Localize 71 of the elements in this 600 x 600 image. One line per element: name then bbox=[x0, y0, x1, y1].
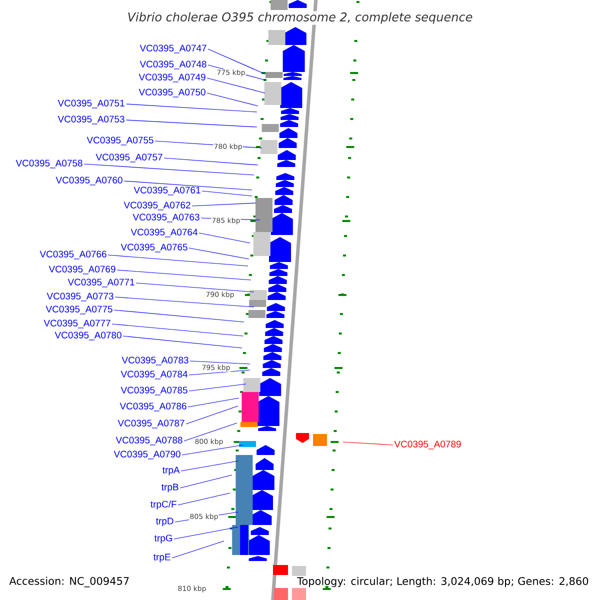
gene-label: trpB bbox=[162, 484, 178, 492]
gene-label: trpE bbox=[154, 554, 170, 562]
gene-label: VC0395_A0777 bbox=[44, 320, 110, 328]
gene-label: VC0395_A0755 bbox=[86, 136, 154, 146]
leader-line bbox=[114, 296, 254, 308]
info-text: Topology: circular; Length: 3,024,069 bp; Genes: 2,860 bbox=[297, 576, 588, 588]
gene-label: VC0395_A0758 bbox=[16, 160, 82, 168]
leader-line bbox=[188, 370, 250, 376]
leader-line bbox=[188, 248, 250, 260]
gene-label: VC0395_A0749 bbox=[138, 74, 206, 82]
gene-label: VC0395_A0783 bbox=[122, 356, 188, 366]
leader-line bbox=[178, 492, 230, 506]
gene-label: trpA bbox=[162, 466, 180, 476]
leader-line bbox=[172, 540, 224, 558]
gene-label: VC0395_A0763 bbox=[132, 214, 200, 222]
gene-label: VC0395_A0788 bbox=[116, 436, 182, 446]
info-text: Accession: NC_009457 bbox=[9, 576, 129, 588]
gene-label: VC0395_A0785 bbox=[120, 386, 188, 396]
gene-label: VC0395_A0786 bbox=[120, 402, 186, 412]
leader-line bbox=[190, 360, 250, 364]
leader-line bbox=[192, 202, 256, 206]
gene-label: VC0395_A0775 bbox=[46, 306, 112, 314]
gene-label: VC0395_A0751 bbox=[58, 100, 124, 108]
gene-label: VC0395_A0787 bbox=[118, 420, 184, 428]
leader-line bbox=[124, 180, 252, 190]
gene-label: trpG bbox=[154, 534, 172, 544]
leader-line bbox=[108, 254, 248, 266]
gene-label: VC0395_A0771 bbox=[68, 278, 134, 288]
leader-line bbox=[206, 78, 266, 94]
gene-label: VC0395_A0764 bbox=[130, 228, 198, 238]
leader-line bbox=[84, 164, 254, 176]
gene-label: VC0395_A0769 bbox=[48, 266, 116, 274]
leader-line bbox=[116, 270, 252, 280]
title: Vibrio cholerae O395 chromosome 2, complete sequence bbox=[126, 11, 474, 25]
gene-label: VC0395_A0784 bbox=[120, 370, 188, 380]
leader-line bbox=[206, 92, 258, 106]
leader-line bbox=[112, 324, 244, 336]
leader-line bbox=[164, 158, 258, 166]
leader-line bbox=[202, 190, 252, 196]
leader-line bbox=[208, 48, 266, 74]
leader-line bbox=[186, 406, 238, 424]
leader-line bbox=[174, 526, 238, 540]
gene-label: VC0395_A0789 bbox=[394, 440, 461, 450]
gene-label: VC0395_A0761 bbox=[134, 186, 200, 196]
gene-label: VC0395_A0747 bbox=[140, 44, 206, 54]
gene-label: VC0395_A0753 bbox=[58, 116, 124, 124]
gene-label: VC0395_A0748 bbox=[140, 60, 206, 70]
gene-label: VC0395_A0750 bbox=[138, 88, 206, 98]
leader-line bbox=[126, 120, 258, 128]
leader-line bbox=[188, 384, 246, 392]
leader-line bbox=[136, 282, 254, 292]
gene-label: VC0395_A0757 bbox=[96, 154, 162, 162]
leader-line bbox=[188, 398, 240, 408]
leader-line bbox=[182, 444, 244, 456]
leader-line bbox=[114, 310, 244, 322]
gene-label: VC0395_A0773 bbox=[46, 292, 114, 302]
leader-line bbox=[184, 422, 238, 442]
gene-label: VC0395_A0760 bbox=[56, 176, 122, 186]
gene-label: trpC/F bbox=[150, 500, 176, 510]
leader-line bbox=[126, 104, 258, 112]
gene-label: VC0395_A0762 bbox=[124, 202, 190, 210]
gene-label: VC0395_A0780 bbox=[54, 332, 122, 340]
leader-line bbox=[122, 336, 242, 348]
gene-label: VC0395_A0766 bbox=[40, 250, 106, 260]
leader-line bbox=[342, 442, 394, 446]
gene-label: VC0395_A0765 bbox=[120, 244, 188, 252]
gene-label: trpD bbox=[156, 518, 174, 526]
gene-label: VC0395_A0790 bbox=[114, 450, 180, 460]
leader-line bbox=[180, 460, 238, 472]
leader-line bbox=[180, 474, 232, 488]
leader-line bbox=[198, 232, 250, 244]
